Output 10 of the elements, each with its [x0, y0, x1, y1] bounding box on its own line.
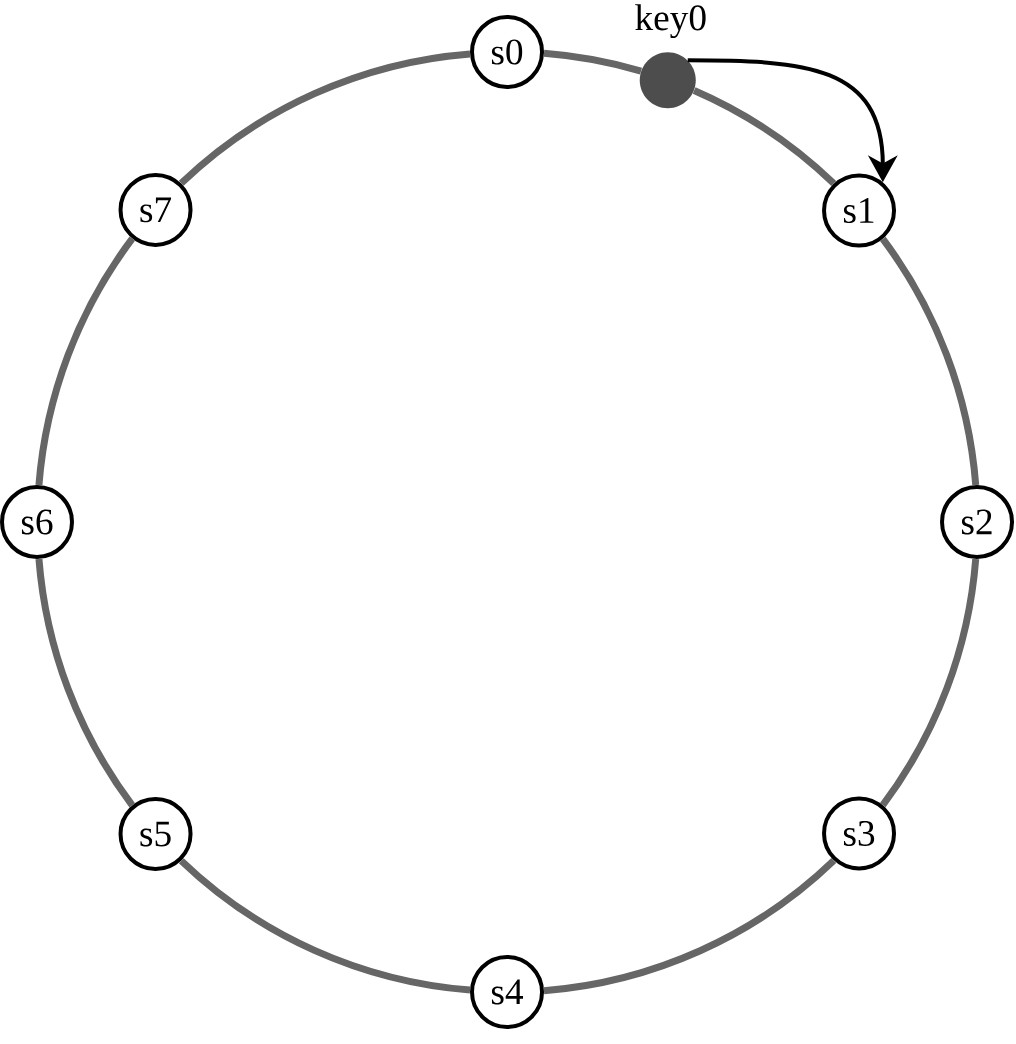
ring-arc: [35, 236, 136, 486]
ring-arc: [543, 49, 642, 75]
ring-arc: [692, 87, 837, 187]
ring-arc: [543, 857, 837, 995]
ring-arc: [879, 558, 980, 808]
key-label: key0: [635, 4, 706, 39]
ring-arc: [178, 858, 471, 994]
ring-arc: [879, 236, 980, 486]
ring-arc: [35, 558, 136, 808]
ring-arc: [178, 50, 471, 186]
